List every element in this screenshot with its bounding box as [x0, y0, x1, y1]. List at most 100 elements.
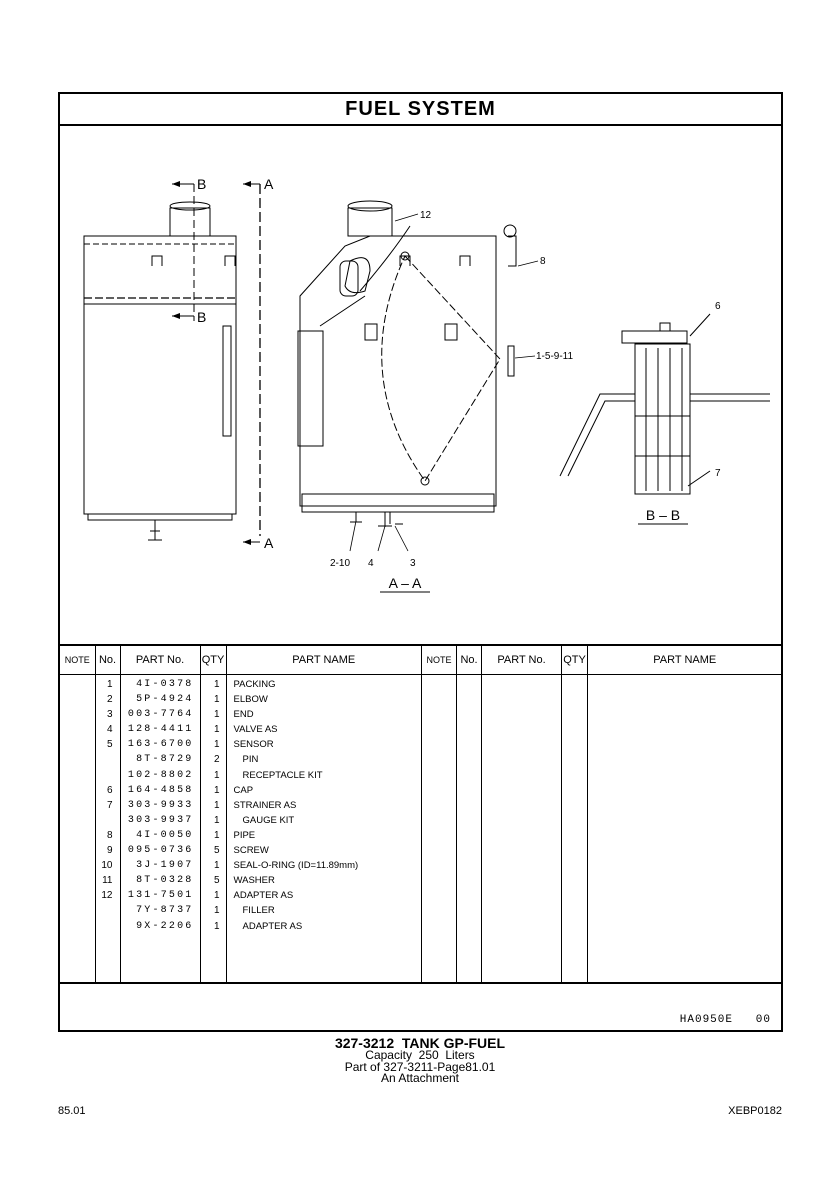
part-row-4-name: VALVE AS	[233, 724, 278, 736]
part-row-8-part-no: 164-4858	[127, 784, 194, 796]
part-row-14-name: WASHER	[233, 875, 275, 887]
part-row-17-name: ADAPTER AS	[242, 920, 303, 932]
part-row-3-part-no: 003-7764	[127, 709, 194, 721]
callout-4: 4	[368, 558, 374, 569]
drawing-code: HA0950E 00	[679, 1014, 771, 1026]
part-row-2-no: 2	[106, 694, 113, 706]
part-row-5-qty: 1	[213, 739, 220, 751]
header-note-right: NOTE	[421, 646, 457, 675]
part-row-5-part-no: 163-6700	[127, 739, 194, 751]
part-row-6-part-no: 8T-8729	[136, 754, 194, 766]
part-row-11-no: 8	[106, 829, 113, 841]
part-row-10-part-no: 303-9937	[127, 814, 194, 826]
part-row-1-part-no: 4I-0378	[136, 679, 194, 690]
part-row-11-name: PIPE	[233, 829, 256, 841]
fuel-tank-drawing: B B A A	[83, 176, 770, 593]
caption-title: 327-3212 TANK GP-FUEL	[334, 1035, 506, 1051]
page-title: FUEL SYSTEM	[60, 94, 781, 126]
filler-neck-section	[347, 207, 393, 237]
part-row-5-no: 5	[106, 739, 113, 751]
part-row-4-part-no: 128-4411	[127, 724, 194, 736]
part-row-9-no: 7	[106, 799, 113, 811]
exploded-drawing: B B A A	[60, 126, 781, 644]
section-label-b-top: B	[197, 176, 206, 192]
part-row-7-part-no: 102-8802	[127, 769, 194, 781]
strainer-cap	[621, 330, 688, 344]
tank-side-view	[83, 235, 237, 515]
part-row-13-qty: 1	[213, 860, 220, 872]
strainer-body	[634, 343, 691, 495]
page-number: 85.01	[58, 1105, 86, 1117]
part-row-2-name: ELBOW	[233, 694, 268, 706]
part-row-4-qty: 1	[213, 724, 220, 736]
header-note: NOTE	[60, 646, 96, 675]
caption-attachment: An Attachment	[380, 1071, 460, 1085]
part-row-3-qty: 1	[213, 709, 220, 721]
drawing-code-area: HA0950E 00	[60, 982, 781, 1030]
part-row-5-name: SENSOR	[233, 739, 274, 751]
section-label-b-bottom: B	[197, 309, 206, 325]
callout-6: 6	[715, 301, 721, 312]
section-title-bb: B – B	[646, 507, 680, 523]
part-row-14-part-no: 8T-0328	[136, 875, 194, 887]
part-row-1-no: 1	[106, 679, 113, 690]
parts-table-right: NOTE No. PART No. QTY PART NAME	[421, 646, 782, 982]
document-id: XEBP0182	[728, 1105, 782, 1117]
part-row-15-no: 12	[101, 890, 113, 902]
callout-8: 8	[540, 256, 546, 267]
header-part-name-right: PART NAME	[587, 646, 782, 675]
part-row-9-name: STRAINER AS	[233, 799, 297, 811]
part-row-8-qty: 1	[213, 784, 220, 796]
filler-neck-side	[169, 207, 211, 237]
part-row-2-qty: 1	[213, 694, 220, 706]
parts-sheet-frame: FUEL SYSTEM	[58, 92, 783, 1032]
part-row-12-qty: 5	[213, 845, 220, 857]
part-row-1-qty: 1	[213, 679, 220, 690]
header-part-no-right: PART No.	[481, 646, 562, 675]
part-row-1-name: PACKING	[233, 679, 276, 690]
part-row-6-name: PIN	[242, 754, 259, 766]
tank-section-aa	[299, 235, 497, 507]
part-row-13-no: 10	[101, 860, 113, 872]
part-row-7-name: RECEPTACLE KIT	[242, 769, 323, 781]
callout-1-5-9-11: 1-5-9-11	[536, 351, 573, 362]
callout-7: 7	[715, 468, 721, 479]
section-title-aa: A – A	[389, 575, 422, 591]
part-row-14-no: 11	[102, 875, 113, 887]
header-no: No.	[95, 646, 121, 675]
part-row-14-qty: 5	[213, 875, 220, 887]
part-row-6-no	[96, 752, 120, 767]
part-row-10-no	[96, 813, 120, 828]
callout-2-10: 2-10	[330, 558, 350, 569]
part-row-9-qty: 1	[213, 799, 220, 811]
part-row-7-qty: 1	[213, 769, 220, 781]
part-row-10-qty: 1	[213, 814, 220, 826]
part-row-10-name: GAUGE KIT	[242, 814, 295, 826]
part-row-2-part-no: 5P-4924	[136, 694, 194, 706]
part-row-12-no: 9	[106, 845, 113, 857]
part-row-16-no	[96, 903, 120, 918]
part-row-12-part-no: 095-0736	[127, 845, 194, 857]
part-row-13-part-no: 3J-1907	[136, 860, 194, 872]
part-row-13-name: SEAL-O-RING (ID=11.89mm)	[233, 860, 359, 872]
callout-3: 3	[410, 558, 416, 569]
part-row-8-name: CAP	[233, 784, 254, 796]
header-qty-right: QTY	[561, 646, 588, 675]
part-row-16-qty: 1	[213, 905, 220, 917]
section-label-a-bottom: A	[264, 535, 274, 551]
part-row-6-qty: 2	[213, 754, 220, 766]
part-no-column: 4I-0378 5P-4924 003-7764 128-4411 163-6700 8T…	[120, 674, 201, 982]
header-part-no: PART No.	[120, 646, 201, 675]
callout-12: 12	[420, 210, 432, 221]
part-row-3-no: 3	[106, 709, 113, 721]
part-row-15-part-no: 131-7501	[127, 890, 194, 902]
part-row-17-no	[96, 919, 120, 934]
part-row-17-qty: 1	[213, 920, 220, 932]
part-row-11-qty: 1	[213, 829, 220, 841]
header-no-right: No.	[456, 646, 482, 675]
header-part-name: PART NAME	[226, 646, 421, 675]
